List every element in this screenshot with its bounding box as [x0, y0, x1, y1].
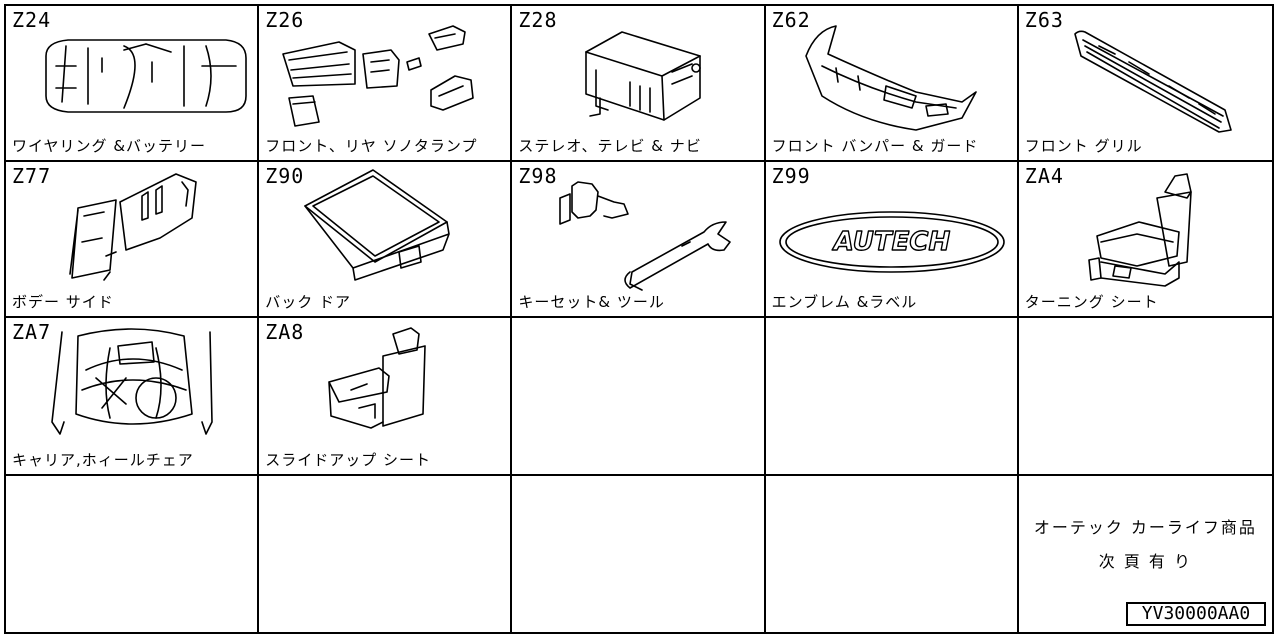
emblem-text: AUTECH	[831, 227, 950, 257]
empty-cell	[766, 476, 1019, 632]
front-grille-icon	[1073, 30, 1232, 133]
empty-cell	[765, 318, 1019, 476]
turning-seat-icon	[1087, 173, 1192, 287]
back-door-icon	[304, 169, 450, 281]
cell-za4[interactable]: ZA4 ターニング シート	[1018, 162, 1272, 318]
cell-z62[interactable]: Z62 フロント バンパー & ガード	[765, 6, 1019, 162]
cell-z63[interactable]: Z63 フロント グリル	[1018, 6, 1272, 162]
section-label: ステレオ、テレビ & ナビ	[518, 137, 702, 155]
section-code: Z98	[518, 164, 558, 188]
cell-za7[interactable]: ZA7 キャリア,ホィールチェア	[6, 318, 260, 476]
emblem-icon: AUTECH	[778, 211, 1005, 273]
cell-z90[interactable]: Z90 バック ドア	[259, 162, 513, 318]
section-code: ZA4	[1024, 164, 1064, 188]
section-label: ボデー サイド	[12, 293, 114, 311]
section-code: ZA8	[265, 320, 305, 344]
front-bumper-icon	[804, 25, 977, 131]
section-label: フロント バンパー & ガード	[771, 137, 979, 155]
lamps-icon	[282, 25, 474, 127]
section-code: Z62	[771, 8, 811, 32]
car-wiring-icon	[45, 39, 247, 113]
cell-z26[interactable]: Z26 フロント、リヤ ソノタランプ	[259, 6, 513, 162]
section-label: バック ドア	[265, 293, 351, 311]
section-label: ワイヤリング &バッテリー	[12, 137, 207, 155]
cell-za8[interactable]: ZA8 スライドアップ シート	[259, 318, 513, 476]
section-code: Z26	[265, 8, 305, 32]
section-code: Z24	[12, 8, 52, 32]
section-code: Z63	[1024, 8, 1064, 32]
section-label: スライドアップ シート	[265, 451, 431, 469]
cell-z98[interactable]: Z98 キーセット& ツール	[512, 162, 766, 318]
wheelchair-carrier-icon	[51, 328, 213, 435]
cell-z99[interactable]: Z99 AUTECH エンブレム &ラベル	[765, 162, 1019, 318]
section-label: フロント グリル	[1024, 137, 1143, 155]
cell-z24[interactable]: Z24 ワイヤリング &バッテリー	[6, 6, 260, 162]
body-side-icon	[69, 173, 197, 281]
key-wrench-icon	[559, 181, 732, 291]
stereo-unit-icon	[585, 31, 702, 121]
slide-up-seat-icon	[328, 327, 426, 429]
empty-cell	[512, 318, 766, 476]
section-label: エンブレム &ラベル	[771, 293, 918, 311]
section-label: ターニング シート	[1024, 293, 1159, 311]
note-line-2: 次 頁 有 り	[1098, 552, 1193, 571]
empty-cell	[1018, 318, 1272, 476]
empty-cell	[259, 476, 513, 632]
section-code: Z28	[518, 8, 558, 32]
next-page-note-cell: オーテック カーライフ商品 次 頁 有 り YV30000AA0	[1019, 476, 1272, 632]
cell-z28[interactable]: Z28 ステレオ、テレビ & ナビ	[512, 6, 766, 162]
section-code: Z99	[771, 164, 811, 188]
parts-index-grid: Z24 ワイヤリング &バッテリー Z26 フロント、リヤ ソノタランプ Z28	[4, 4, 1274, 634]
empty-cell	[6, 476, 260, 632]
empty-cell	[512, 476, 766, 632]
section-code: Z90	[265, 164, 305, 188]
section-label: キーセット& ツール	[518, 293, 665, 311]
note-line-1: オーテック カーライフ商品	[1033, 518, 1257, 537]
section-code: ZA7	[12, 320, 52, 344]
cell-z77[interactable]: Z77 ボデー サイド	[6, 162, 260, 318]
section-label: キャリア,ホィールチェア	[12, 451, 194, 469]
section-label: フロント、リヤ ソノタランプ	[265, 137, 478, 155]
document-code: YV30000AA0	[1125, 602, 1266, 626]
section-code: Z77	[12, 164, 52, 188]
